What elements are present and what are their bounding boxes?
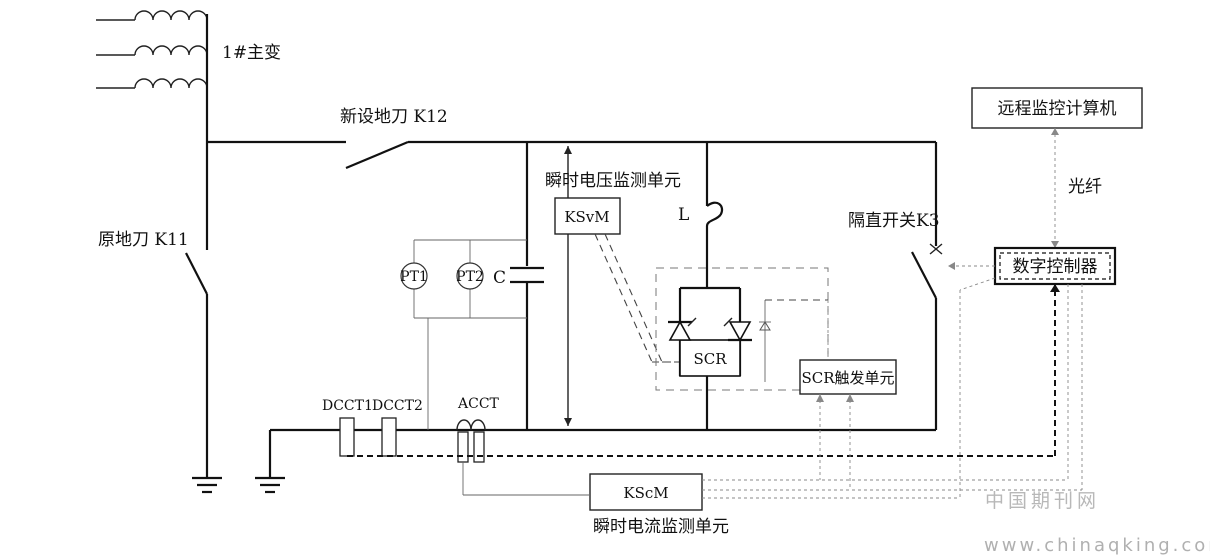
- k12-switch-blade: [345, 140, 409, 170]
- ksvm-label: KSvM: [564, 208, 609, 226]
- ground-symbol-right: [255, 476, 285, 494]
- dcct2-symbol: [381, 417, 397, 457]
- scr-trigger-box: [799, 359, 897, 395]
- pt2-symbol: [456, 262, 484, 290]
- capacitor-label: C: [493, 268, 506, 288]
- digital-controller-box: [993, 246, 1117, 286]
- dcct1-label: DCCT1: [322, 398, 373, 414]
- kscm-box: [589, 473, 703, 511]
- pt1-label: PT1: [400, 269, 428, 285]
- k3-label: 隔直开关K3: [848, 211, 940, 231]
- scr-box: [679, 339, 741, 377]
- kscm-label: KScM: [623, 484, 668, 502]
- current-unit-label: 瞬时电流监测单元: [593, 517, 729, 537]
- acct-label: ACCT: [457, 396, 500, 412]
- k11-label: 原地刀 K11: [98, 230, 189, 250]
- thyristor-left: [668, 317, 697, 341]
- watermark-cn: 中国期刊网: [985, 490, 1100, 512]
- digital-controller-label: 数字控制器: [1013, 257, 1098, 277]
- fiber-label: 光纤: [1068, 177, 1102, 197]
- voltage-unit-label: 瞬时电压监测单元: [545, 171, 681, 191]
- dcct1-symbol: [339, 417, 355, 457]
- remote-computer-box: [971, 87, 1143, 129]
- inductor-symbol: [705, 201, 724, 227]
- scr-label: SCR: [693, 350, 727, 368]
- watermark-url: www.chinaqking.com: [984, 535, 1210, 556]
- dcct2-label: DCCT2: [372, 398, 423, 414]
- k12-label: 新设地刀 K12: [340, 107, 448, 127]
- ksvm-box: [554, 197, 621, 235]
- thyristor-right: [723, 317, 752, 342]
- ground-symbol-k11: [192, 476, 222, 494]
- transformer-windings: [96, 10, 208, 89]
- inductor-label: L: [678, 205, 689, 225]
- trigger-diode: [759, 300, 771, 382]
- remote-computer-label: 远程监控计算机: [998, 99, 1117, 119]
- pt1-symbol: [400, 262, 428, 290]
- scr-trigger-label: SCR触发单元: [801, 369, 894, 387]
- k11-switch-blade: [185, 252, 208, 295]
- transformer-label: 1#主变: [222, 43, 281, 63]
- pt2-label: PT2: [456, 269, 484, 285]
- k3-switch-blade: [911, 251, 937, 299]
- scr-dashed-enclosure: [655, 267, 829, 391]
